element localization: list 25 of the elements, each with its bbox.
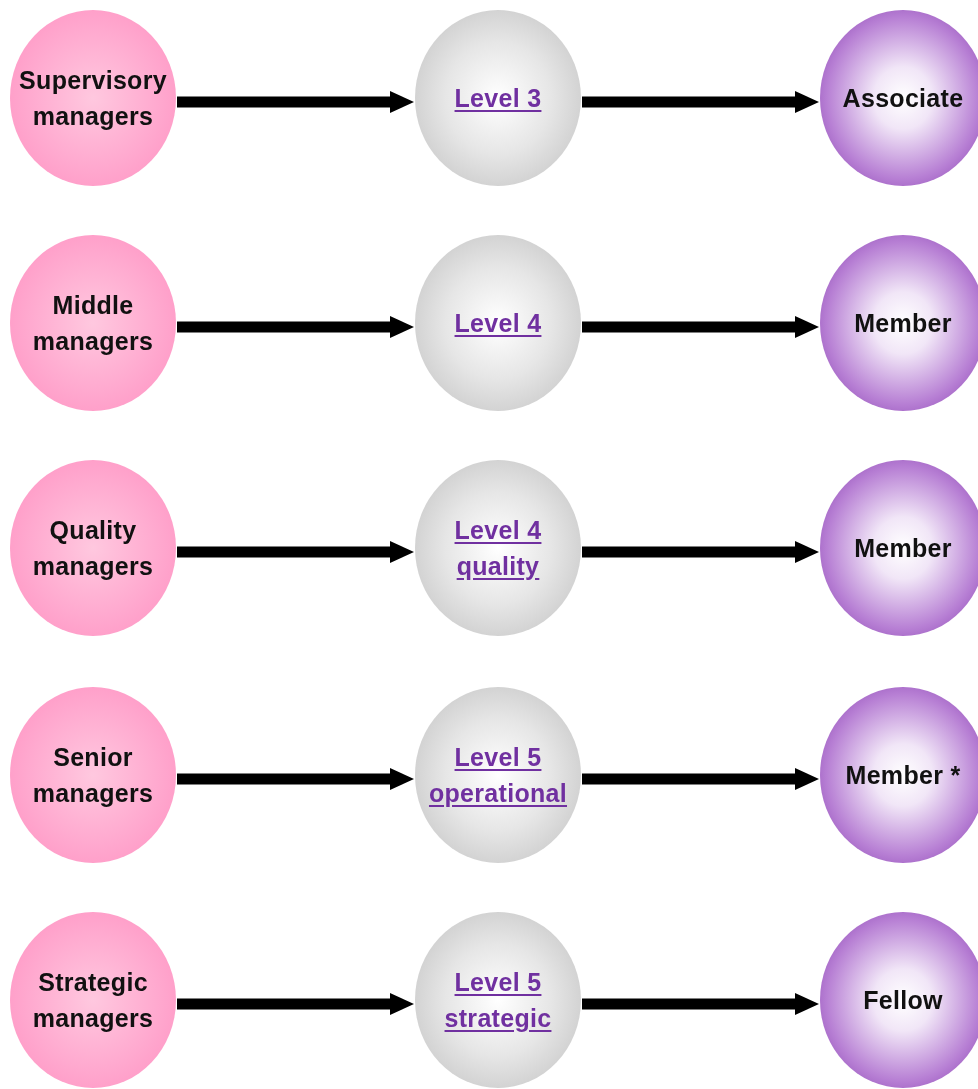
- node-label: Strategic managers: [31, 967, 155, 1034]
- node-label: Member: [853, 533, 953, 564]
- link-text: Level 5 operational: [427, 742, 568, 809]
- node-label: Quality managers: [31, 515, 155, 582]
- link-text: Level 3: [454, 83, 542, 114]
- link-text: Level 4 quality: [453, 515, 543, 582]
- arrow: [177, 993, 414, 1015]
- arrow: [582, 993, 819, 1015]
- node-label: Middle managers: [31, 290, 155, 357]
- arrow: [582, 91, 819, 113]
- node-label: Member *: [844, 760, 962, 791]
- arrow: [582, 541, 819, 563]
- arrow: [177, 316, 414, 338]
- arrow: [177, 91, 414, 113]
- arrow: [177, 541, 414, 563]
- arrow: [177, 768, 414, 790]
- arrow: [582, 768, 819, 790]
- arrow: [582, 316, 819, 338]
- link-text: Level 4: [454, 308, 542, 339]
- node-label: Senior managers: [31, 742, 155, 809]
- node-label: Member: [853, 308, 953, 339]
- node-label: Supervisory managers: [18, 65, 168, 132]
- link-text: Level 5 strategic: [443, 967, 553, 1034]
- node-label: Associate: [841, 83, 965, 114]
- node-label: Fellow: [862, 985, 944, 1016]
